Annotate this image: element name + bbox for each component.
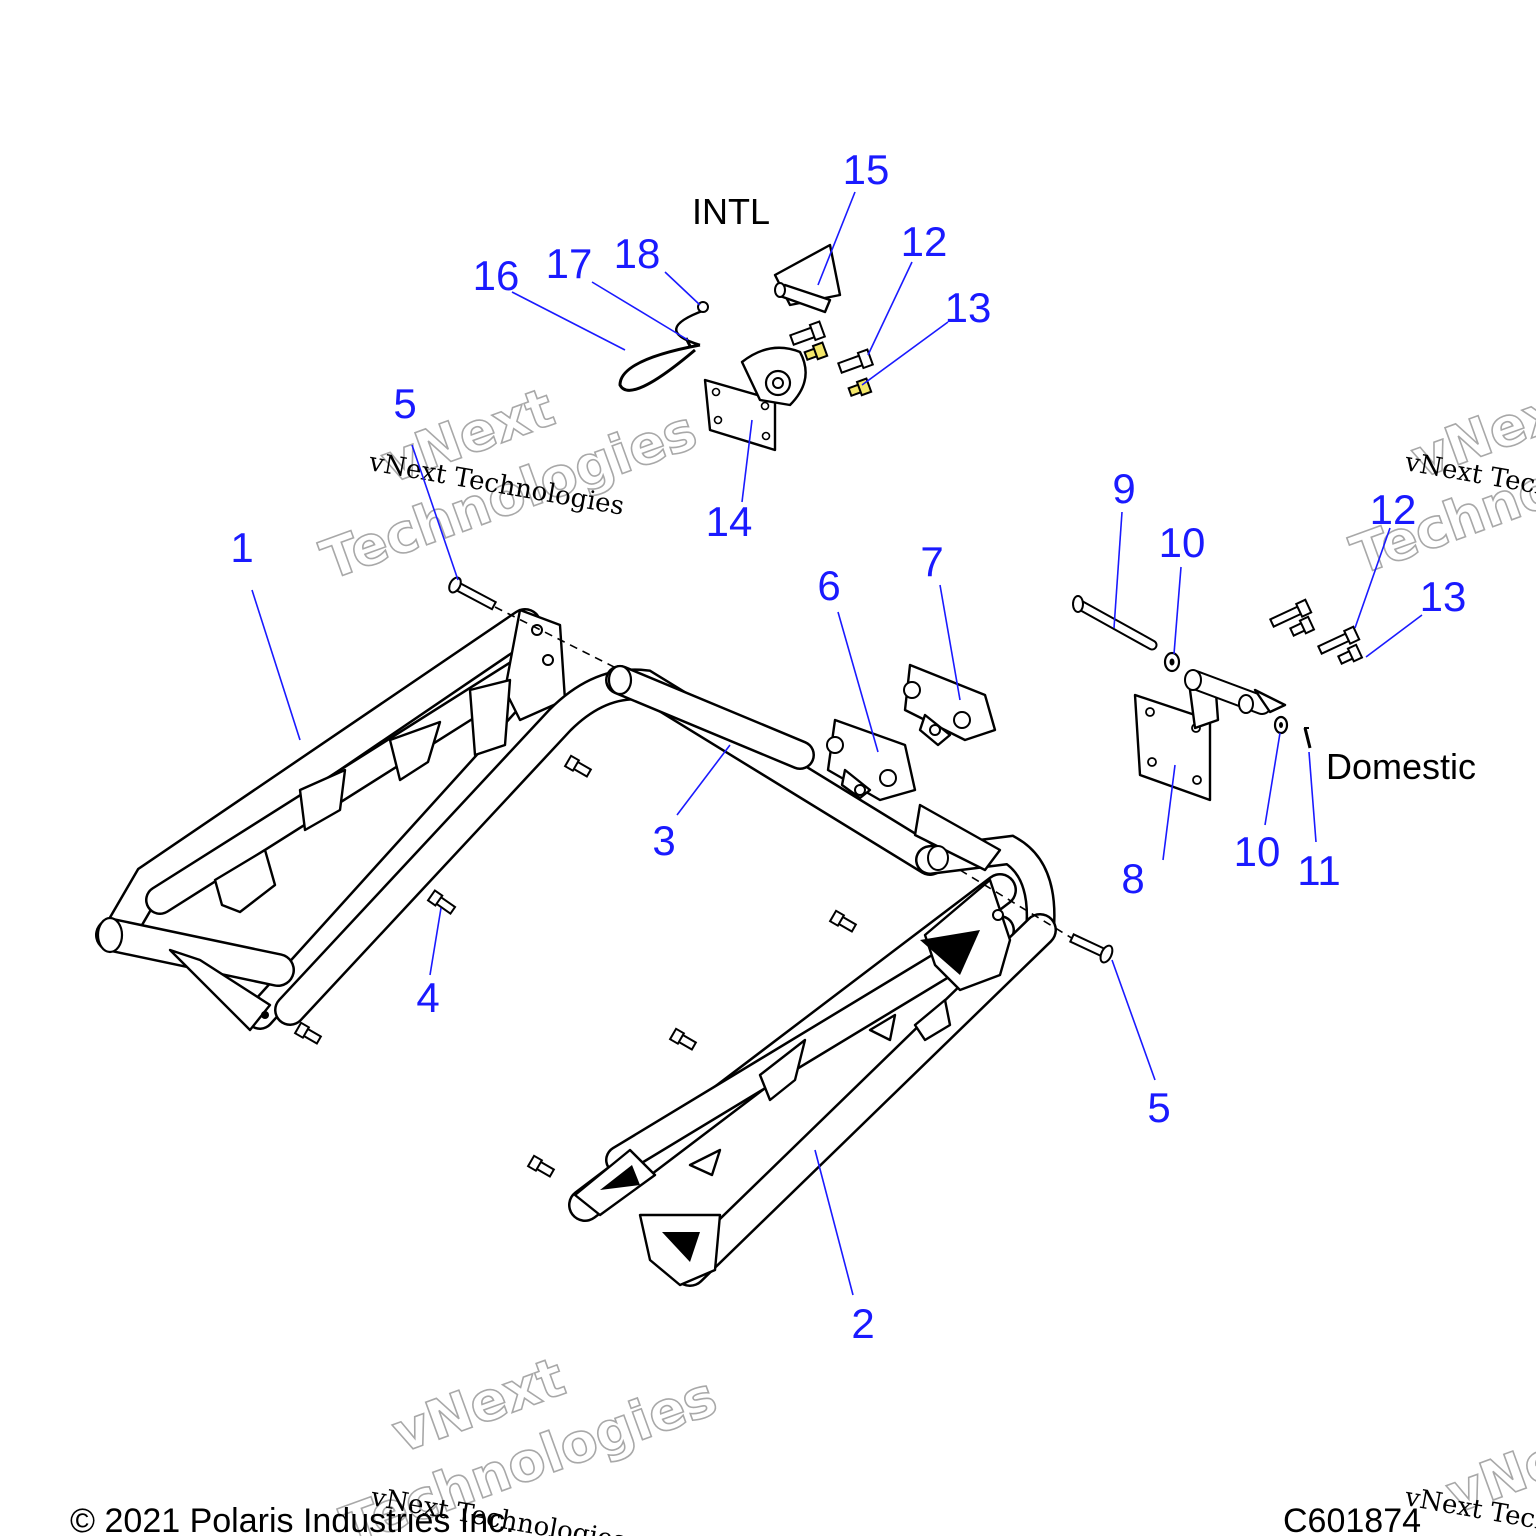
part-right-rack <box>568 873 1057 1287</box>
part-left-rack <box>95 608 567 1032</box>
watermark-bottom-right: vNext vNext Technologies <box>1402 1405 1536 1536</box>
callout-15: 15 <box>843 146 890 193</box>
part-receiver-14 <box>703 346 807 452</box>
bolt-5-right <box>1068 933 1114 964</box>
bolt-5-left <box>448 576 498 611</box>
figure-id: C601874 <box>1283 1502 1421 1536</box>
part-hitch-plate-8 <box>1133 669 1287 802</box>
copyright-text: © 2021 Polaris Industries Inc. <box>70 1502 515 1536</box>
note-domestic: Domestic <box>1326 746 1476 787</box>
callout-1: 1 <box>230 524 253 571</box>
callout-10-top: 10 <box>1159 519 1206 566</box>
note-intl: INTL <box>692 191 770 232</box>
part-hitch-pin-15 <box>773 243 842 314</box>
callout-2: 2 <box>851 1300 874 1347</box>
callout-3: 3 <box>652 817 675 864</box>
callout-5-right: 5 <box>1147 1084 1170 1131</box>
part-bracket-7 <box>903 663 997 747</box>
callout-14: 14 <box>706 498 753 545</box>
watermark-top-right: vNext Technologies vNext Technologies <box>1342 370 1536 588</box>
bolt-4-group <box>293 754 858 1178</box>
callout-18: 18 <box>614 230 661 277</box>
leader-lines <box>251 191 1423 1296</box>
callout-12-domestic: 12 <box>1370 486 1417 533</box>
bolts-12-13-intl <box>789 320 875 398</box>
part-cable-16 <box>618 301 709 392</box>
callout-7: 7 <box>920 538 943 585</box>
callout-labels: 1 2 3 4 5 5 6 7 8 9 10 10 11 12 12 13 13… <box>230 146 1466 1347</box>
callout-11: 11 <box>1297 847 1341 894</box>
watermark-top-left: vNext Technologies vNext Technologies <box>312 375 705 593</box>
callout-4: 4 <box>416 974 439 1021</box>
part-washers-10 <box>1163 651 1289 735</box>
callout-10-bottom: 10 <box>1234 828 1281 875</box>
alignment-line-left <box>494 606 621 671</box>
part-pin-9 <box>1072 595 1158 651</box>
bolts-12-13-domestic <box>1268 598 1364 665</box>
callout-5-left: 5 <box>393 380 416 427</box>
part-cotter-pin-11 <box>1303 727 1312 749</box>
callout-13-intl: 13 <box>945 284 992 331</box>
callout-16: 16 <box>473 252 520 299</box>
watermark-bottom-left: vNext Technologies vNext Technologies <box>332 1344 725 1536</box>
callout-13-domestic: 13 <box>1420 573 1467 620</box>
callout-9: 9 <box>1112 465 1135 512</box>
callout-17: 17 <box>546 240 593 287</box>
callout-8: 8 <box>1121 855 1144 902</box>
callout-6: 6 <box>817 562 840 609</box>
alignment-line-right <box>959 869 1076 941</box>
part-bracket-6 <box>826 718 917 802</box>
callout-12-intl: 12 <box>901 218 948 265</box>
